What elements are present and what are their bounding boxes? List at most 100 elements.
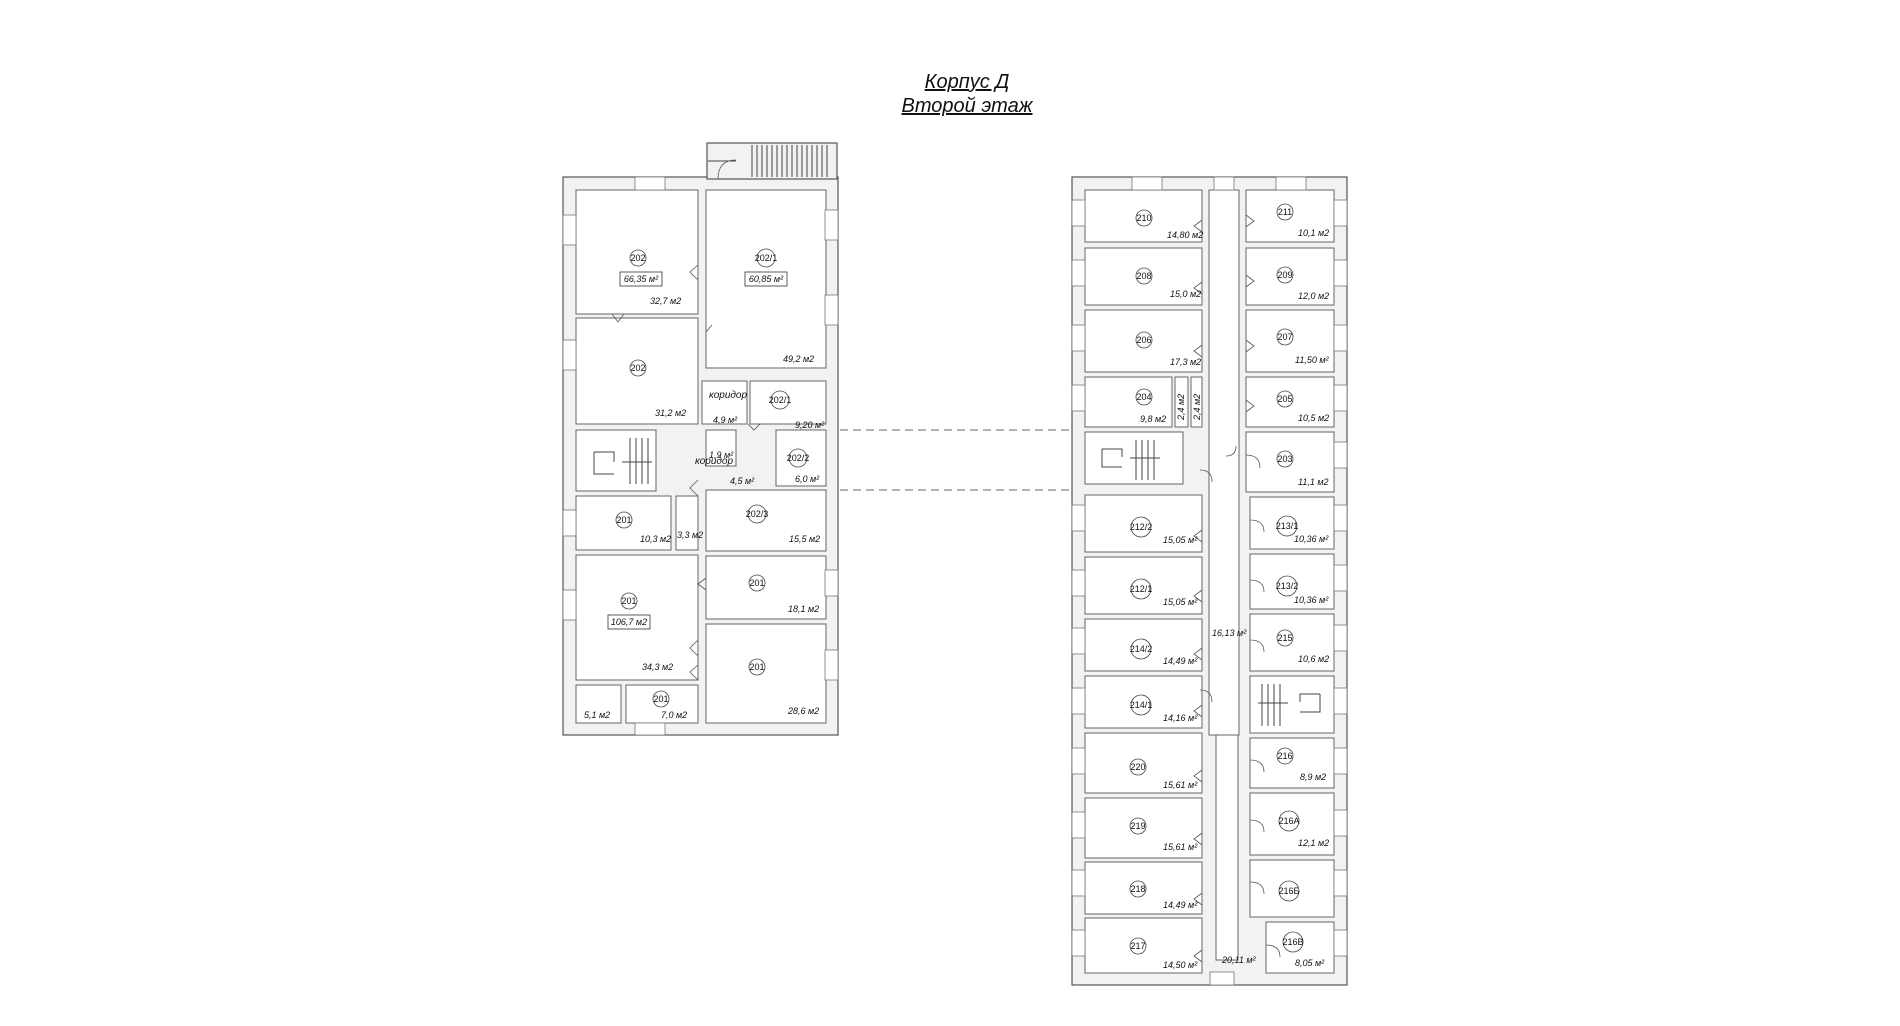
room-num: 210	[1136, 213, 1151, 223]
room-area: 10,36 м²	[1294, 595, 1329, 605]
corridor-area: 20,11 м²	[1221, 955, 1257, 965]
room-area: 8,05 м²	[1295, 958, 1325, 968]
room-num: 201	[616, 515, 631, 525]
right-wing-windows	[1071, 176, 1348, 986]
plan-title-line1: Корпус Д	[925, 71, 1010, 93]
room-area: 7,0 м2	[661, 710, 687, 720]
total-area-box: 106,7 м2	[611, 617, 647, 627]
stair-icon-right-lower	[1258, 684, 1321, 726]
room-area: 9,20 м²	[795, 420, 825, 430]
corridor-small	[701, 380, 748, 425]
small-area: 4,5 м²	[730, 476, 755, 486]
vertical-area: 2,4 м2	[1192, 394, 1202, 421]
room-area: 14,50 м²	[1163, 960, 1198, 970]
room-num: 206	[1136, 335, 1151, 345]
room-num: 201	[621, 596, 636, 606]
corridor-lower	[1215, 734, 1239, 961]
entrance-stair-icon	[706, 142, 838, 180]
room-area: 15,61 м²	[1163, 842, 1198, 852]
room-num: 203	[1277, 454, 1292, 464]
room-num: 201	[749, 662, 764, 672]
room-area: 10,5 м2	[1298, 413, 1329, 423]
room-area: 18,1 м2	[788, 604, 819, 614]
stair-hall-left	[575, 429, 657, 492]
room-area: 11,50 м²	[1295, 355, 1330, 365]
small-room-3-3	[675, 495, 699, 551]
room-num: 212/1	[1130, 584, 1153, 594]
room-5-1	[575, 684, 622, 724]
room-num: 219	[1130, 821, 1145, 831]
room-num: 202/2	[787, 453, 810, 463]
room-area: 10,1 м2	[1298, 228, 1329, 238]
room-area: 32,7 м2	[650, 296, 681, 306]
corridor-label: коридор	[695, 456, 733, 467]
room-num: 213/1	[1276, 521, 1299, 531]
room-202-3	[705, 489, 827, 552]
room-num: 201	[653, 694, 668, 704]
room-area: 14,16 м²	[1163, 713, 1198, 723]
room-area: 11,1 м2	[1298, 477, 1329, 487]
left-wing: 202 202/1 202 202/1 202/2 202/3 201 201 …	[562, 142, 839, 736]
room-area: 15,05 м²	[1163, 535, 1198, 545]
room-num: 216Б	[1279, 886, 1300, 896]
right-wing: 210 208 206 204 212/2 212/1 214/2 214/1 …	[1071, 176, 1348, 986]
room-num: 220	[1130, 762, 1145, 772]
room-area: 8,9 м2	[1300, 772, 1326, 782]
room-num: 211	[1278, 207, 1292, 217]
room-area: 12,0 м2	[1298, 291, 1329, 301]
corridor-label: коридор	[709, 390, 747, 401]
room-area: 17,3 м2	[1170, 357, 1201, 367]
room-area: 15,05 м²	[1163, 597, 1198, 607]
small-area: 5,1 м2	[584, 710, 610, 720]
room-area: 6,0 м²	[795, 474, 820, 484]
room-num: 216	[1277, 751, 1292, 761]
corridor-area: 16,13 м²	[1212, 628, 1247, 638]
small-area: 1,9 м²	[709, 450, 734, 460]
small-area: 3,3 м2	[677, 530, 703, 540]
room-num: 214/2	[1130, 644, 1153, 654]
corridor-upper	[1208, 189, 1240, 736]
room-num: 202	[630, 363, 645, 373]
room-area: 15,0 м2	[1170, 289, 1201, 299]
room-area: 15,61 м²	[1163, 780, 1198, 790]
room-area: 10,3 м2	[640, 534, 671, 544]
room-num: 217	[1130, 941, 1145, 951]
room-num: 204	[1136, 392, 1151, 402]
wc-room	[705, 429, 737, 467]
left-wing-doors	[611, 264, 761, 681]
room-num: 207	[1277, 332, 1292, 342]
room-area: 31,2 м2	[655, 408, 686, 418]
stair-icon-left	[593, 438, 652, 484]
room-num: 215	[1277, 633, 1292, 643]
room-num: 202/1	[755, 253, 778, 263]
room-area: 14,49 м²	[1163, 900, 1198, 910]
room-num: 214/1	[1130, 700, 1153, 710]
room-num: 201	[749, 578, 764, 588]
room-num: 205	[1277, 394, 1292, 404]
room-area: 28,6 м2	[787, 706, 819, 716]
room-2-4-b	[1190, 376, 1203, 428]
room-num: 202	[630, 253, 645, 263]
stair-hall-right-lower	[1249, 675, 1335, 734]
right-wing-doors	[1193, 214, 1281, 963]
total-area-box: 66,35 м²	[624, 274, 659, 284]
left-wing-windows	[562, 176, 839, 736]
room-area: 14,49 м²	[1163, 656, 1198, 666]
room-area: 10,6 м2	[1298, 654, 1329, 664]
room-num: 218	[1130, 884, 1145, 894]
room-num: 216А	[1278, 816, 1299, 826]
room-area: 15,5 м2	[789, 534, 820, 544]
room-num: 202/1	[769, 395, 792, 405]
room-216	[1249, 737, 1335, 789]
small-area: 4,9 м²	[713, 415, 738, 425]
room-num: 202/3	[746, 509, 769, 519]
room-num: 216В	[1282, 937, 1303, 947]
room-area: 10,36 м²	[1294, 534, 1329, 544]
room-204	[1084, 376, 1173, 428]
room-num: 212/2	[1130, 522, 1153, 532]
plan-title-line2: Второй этаж	[902, 95, 1034, 117]
room-area: 49,2 м2	[783, 354, 814, 364]
room-201-c	[705, 555, 827, 620]
room-area: 9,8 м2	[1140, 414, 1166, 424]
